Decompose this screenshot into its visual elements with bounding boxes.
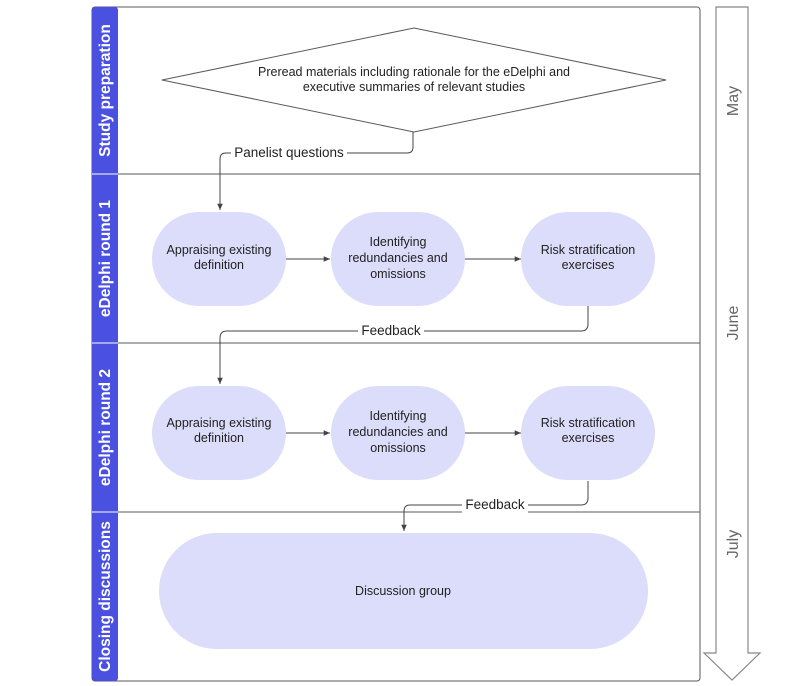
timeline-arrow	[702, 6, 762, 681]
node-r1-risk-stratification	[521, 212, 655, 306]
node-r2-identifying-redundancies	[331, 386, 465, 480]
node-r1-appraising-existing-definition	[152, 212, 286, 306]
timeline: May June July	[702, 6, 762, 681]
nodes: Preread materials including rationale fo…	[152, 27, 667, 649]
node-r2-risk-stratification	[521, 386, 655, 480]
node-preread-line-1: Preread materials including rationale fo…	[258, 65, 570, 79]
node-label-line: redundancies and	[348, 251, 447, 265]
lane-label-study-preparation: Study preparation	[97, 24, 114, 157]
node-label-line: Risk stratification	[541, 416, 636, 430]
lane-label-edelphi-round-1: eDelphi round 1	[97, 200, 114, 318]
node-label-line: Discussion group	[355, 584, 451, 598]
edge-label-bg	[231, 144, 347, 162]
node-label-line: redundancies and	[348, 425, 447, 439]
node-label-line: Identifying	[370, 235, 427, 249]
month-label-june: June	[725, 306, 742, 341]
node-discussion-group	[159, 533, 648, 649]
swimlanes: Study preparation eDelphi round 1 eDelph…	[91, 6, 701, 682]
node-label-line: exercises	[562, 258, 615, 272]
lane-label-edelphi-round-2: eDelphi round 2	[97, 369, 114, 486]
edge-label-feedback-1: Feedback	[361, 323, 421, 338]
node-label-line: Identifying	[370, 409, 427, 423]
month-label-may: May	[725, 86, 742, 116]
node-label-line: omissions	[370, 441, 426, 455]
node-label-line: definition	[194, 258, 244, 272]
node-r1-identifying-redundancies	[331, 212, 465, 306]
node-preread-line-2: executive summaries of relevant studies	[303, 80, 525, 94]
lane-label-closing-discussions: Closing discussions	[97, 521, 114, 672]
node-label-line: Appraising existing	[167, 243, 272, 257]
node-label-line: Risk stratification	[541, 243, 636, 257]
edge-label-feedback-2: Feedback	[465, 497, 525, 512]
node-label-line: Appraising existing	[167, 416, 272, 430]
node-label-line: exercises	[562, 431, 615, 445]
edge-label-panelist-questions: Panelist questions	[234, 145, 344, 160]
node-label-line: definition	[194, 431, 244, 445]
month-label-july: July	[725, 530, 742, 558]
edge-label-bg	[462, 496, 528, 514]
node-r2-appraising-existing-definition	[152, 386, 286, 480]
node-preread-decision	[161, 27, 667, 133]
node-label-line: omissions	[370, 267, 426, 281]
edges: Panelist questions Feedback Feedback	[217, 131, 589, 531]
edge-label-bg	[358, 322, 424, 340]
